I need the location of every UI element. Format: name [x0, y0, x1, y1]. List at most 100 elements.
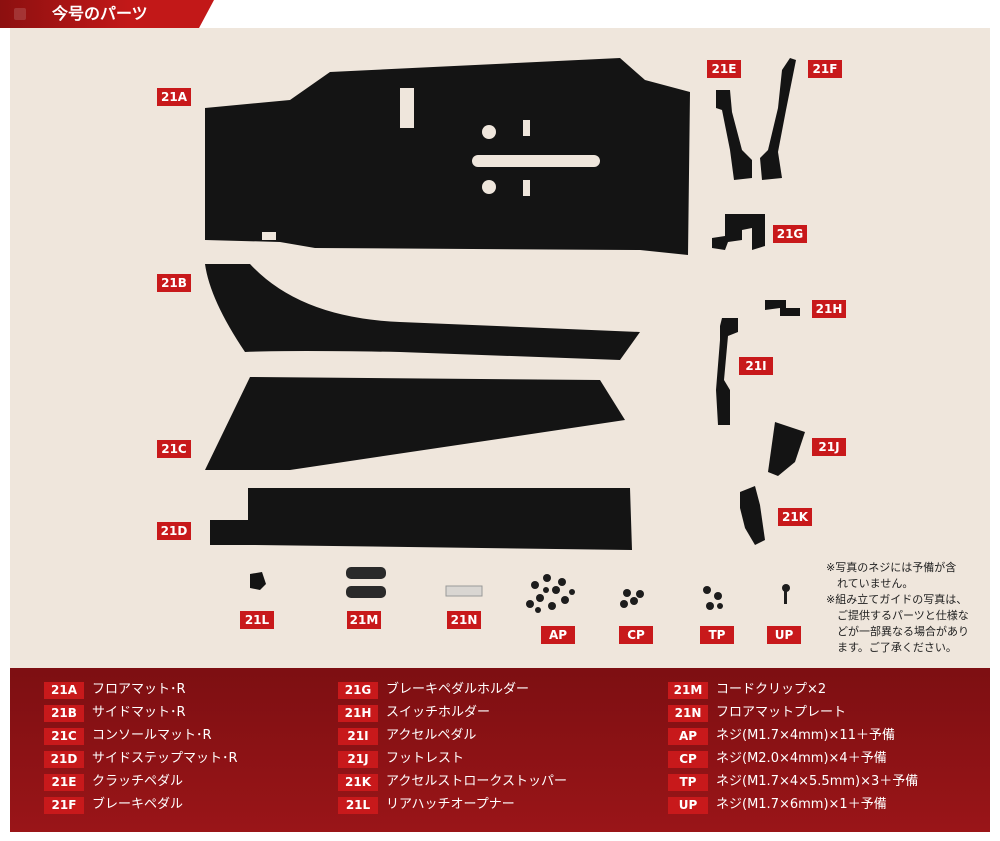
- list-item: 21L リアハッチオープナー: [338, 795, 515, 815]
- part-21l-hatch-opener: [250, 572, 266, 590]
- part-name: リアハッチオープナー: [386, 797, 515, 812]
- label-21c: 21C: [157, 440, 191, 458]
- part-code: 21F: [44, 796, 84, 814]
- screws-cp: [620, 589, 644, 608]
- note-line: れていません。: [826, 577, 914, 590]
- list-item: 21A フロアマット･R: [44, 680, 186, 700]
- part-21i-accel-pedal: [716, 318, 738, 425]
- screws-ap: [526, 574, 575, 613]
- part-code: 21L: [338, 796, 378, 814]
- label-cp: CP: [619, 626, 653, 644]
- part-code: 21H: [338, 704, 378, 722]
- label-up: UP: [767, 626, 801, 644]
- list-item: 21D サイドステップマット･R: [44, 749, 238, 769]
- list-item: 21E クラッチペダル: [44, 772, 183, 792]
- label-21i: 21I: [739, 357, 773, 375]
- label-21a: 21A: [157, 88, 191, 106]
- part-code: 21I: [338, 727, 378, 745]
- part-code: 21D: [44, 750, 84, 768]
- label-21f: 21F: [808, 60, 842, 78]
- label-21l: 21L: [240, 611, 274, 629]
- note-line: ご提供するパーツと仕様な: [826, 609, 969, 622]
- part-21h-switch-holder: [765, 300, 800, 316]
- note-line: ※組み立てガイドの写真は、: [826, 593, 968, 606]
- part-name: アクセルペダル: [386, 728, 477, 743]
- part-21m-code-clip-1: [346, 567, 386, 579]
- part-code: 21A: [44, 681, 84, 699]
- part-name: フロアマット･R: [92, 682, 186, 697]
- label-ap: AP: [541, 626, 575, 644]
- label-21e: 21E: [707, 60, 741, 78]
- part-name: ネジ(M2.0×4mm)×4＋予備: [716, 751, 887, 766]
- part-21c-console-mat: [205, 377, 625, 470]
- part-21d-side-step-mat: [210, 488, 632, 550]
- part-name: アクセルストロークストッパー: [386, 774, 567, 789]
- part-21b-side-mat: [205, 264, 640, 360]
- label-21n: 21N: [447, 611, 481, 629]
- part-code: TP: [668, 773, 708, 791]
- screws-up: [782, 584, 790, 604]
- label-21j: 21J: [812, 438, 846, 456]
- part-name: ネジ(M1.7×4×5.5mm)×3＋予備: [716, 774, 919, 789]
- part-code: CP: [668, 750, 708, 768]
- part-21j-footrest: [768, 422, 805, 476]
- part-code: 21J: [338, 750, 378, 768]
- label-21d: 21D: [157, 522, 191, 540]
- part-name: フロアマットプレート: [716, 705, 847, 720]
- part-name: ブレーキペダルホルダー: [386, 682, 530, 697]
- part-name: コードクリップ×2: [716, 682, 827, 697]
- list-item: 21B サイドマット･R: [44, 703, 186, 723]
- part-code: UP: [668, 796, 708, 814]
- part-21k-accel-stopper: [740, 486, 765, 545]
- list-item: 21M コードクリップ×2: [668, 680, 826, 700]
- list-item: TP ネジ(M1.7×4×5.5mm)×3＋予備: [668, 772, 918, 792]
- list-item: 21G ブレーキペダルホルダー: [338, 680, 529, 700]
- part-name: ブレーキペダル: [92, 797, 184, 812]
- list-item: 21J フットレスト: [338, 749, 464, 769]
- page-title: 今号のパーツ: [0, 0, 214, 28]
- list-item: 21I アクセルペダル: [338, 726, 476, 746]
- list-item: 21N フロアマットプレート: [668, 703, 846, 723]
- part-name: コンソールマット･R: [92, 728, 212, 743]
- part-code: 21M: [668, 681, 708, 699]
- label-21h: 21H: [812, 300, 846, 318]
- screws-tp: [703, 586, 723, 610]
- list-item: 21C コンソールマット･R: [44, 726, 212, 746]
- part-code: 21E: [44, 773, 84, 791]
- note-line: どが一部異なる場合があり: [826, 625, 969, 638]
- list-item: UP ネジ(M1.7×6mm)×1＋予備: [668, 795, 887, 815]
- part-code: 21B: [44, 704, 84, 722]
- part-name: サイドステップマット･R: [92, 751, 238, 766]
- part-code: 21N: [668, 704, 708, 722]
- part-21f-brake-pedal: [760, 58, 796, 180]
- disclaimer-note: ※写真のネジには予備が含 れていません。 ※組み立てガイドの写真は、 ご提供する…: [826, 560, 986, 656]
- label-21g: 21G: [773, 225, 807, 243]
- label-tp: TP: [700, 626, 734, 644]
- part-name: サイドマット･R: [92, 705, 186, 720]
- note-line: ※写真のネジには予備が含: [826, 561, 957, 574]
- note-line: ます。ご了承ください。: [826, 641, 957, 654]
- part-code: 21C: [44, 727, 84, 745]
- part-21g-brake-pedal-holder: [712, 214, 765, 250]
- list-item: CP ネジ(M2.0×4mm)×4＋予備: [668, 749, 887, 769]
- list-item: 21H スイッチホルダー: [338, 703, 490, 723]
- list-item: 21K アクセルストロークストッパー: [338, 772, 567, 792]
- label-21b: 21B: [157, 274, 191, 292]
- part-name: スイッチホルダー: [386, 705, 491, 720]
- part-code: 21G: [338, 681, 378, 699]
- label-21k: 21K: [778, 508, 812, 526]
- part-name: ネジ(M1.7×4mm)×11＋予備: [716, 728, 895, 743]
- list-item: 21F ブレーキペダル: [44, 795, 183, 815]
- part-name: クラッチペダル: [92, 774, 184, 789]
- label-21m: 21M: [347, 611, 381, 629]
- part-code: 21K: [338, 773, 378, 791]
- part-21m-code-clip-2: [346, 586, 386, 598]
- part-name: ネジ(M1.7×6mm)×1＋予備: [716, 797, 887, 812]
- part-name: フットレスト: [386, 751, 465, 766]
- parts-list-panel: [10, 668, 990, 832]
- part-21n-floor-mat-plate: [445, 585, 483, 597]
- part-21a-floor-mat: [205, 58, 690, 255]
